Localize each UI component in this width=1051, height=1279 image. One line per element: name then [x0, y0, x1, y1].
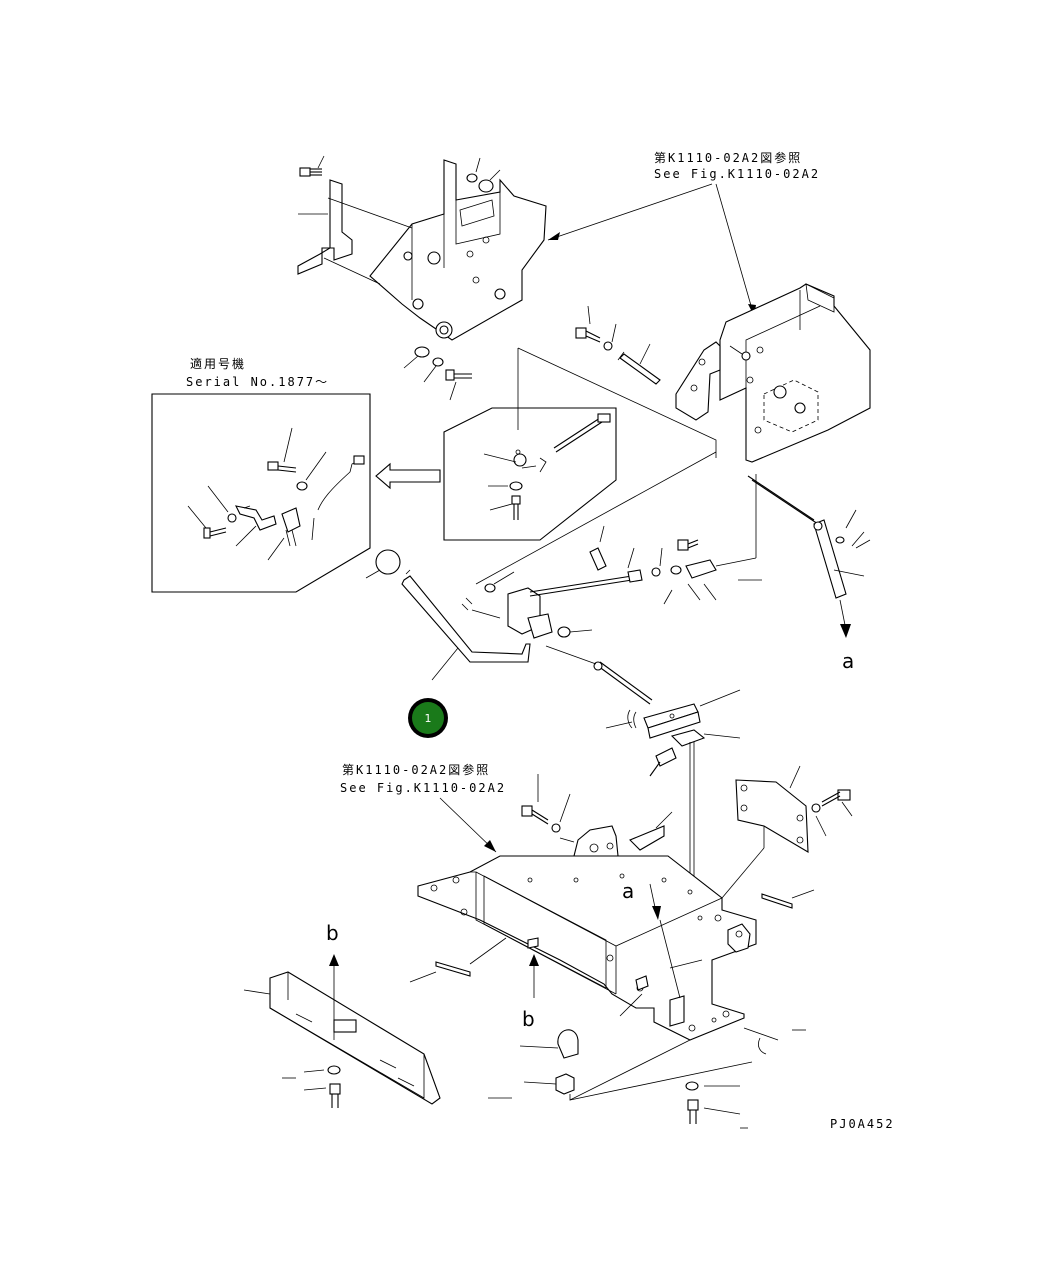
center-inset [443, 347, 717, 541]
marker-a-center: a [622, 879, 634, 903]
ref-note-jp: 第K1110-02A2図参照 [654, 150, 802, 165]
lever-assembly [365, 451, 762, 705]
left-cover-plate: b [243, 921, 441, 1108]
console-base-frame: b a [409, 765, 853, 1129]
serial-en: Serial No.1877～ [186, 375, 329, 389]
drawing-id: PJ0A452 [830, 1117, 895, 1131]
marker-b-left: b [326, 921, 339, 945]
callout-1[interactable]: 1 [408, 698, 448, 738]
ref-note-mid-jp: 第K1110-02A2図参照 [342, 762, 490, 777]
ref-note-en: See Fig.K1110-02A2 [654, 167, 820, 181]
serial-jp: 適用号機 [190, 356, 246, 371]
marker-a-right: a [842, 649, 854, 673]
middle-reference-note: 第K1110-02A2図参照 See Fig.K1110-02A2 [340, 762, 506, 853]
marker-b-center: b [522, 1007, 535, 1031]
ref-note-mid-en: See Fig.K1110-02A2 [340, 781, 506, 795]
serial-inset: 適用号機 Serial No.1877～ [151, 356, 441, 593]
upper-console-bracket [297, 155, 547, 401]
callout-number: 1 [425, 712, 432, 725]
top-reference-note: 第K1110-02A2図参照 See Fig.K1110-02A2 [547, 150, 820, 317]
right-control-housing: a [575, 283, 871, 673]
